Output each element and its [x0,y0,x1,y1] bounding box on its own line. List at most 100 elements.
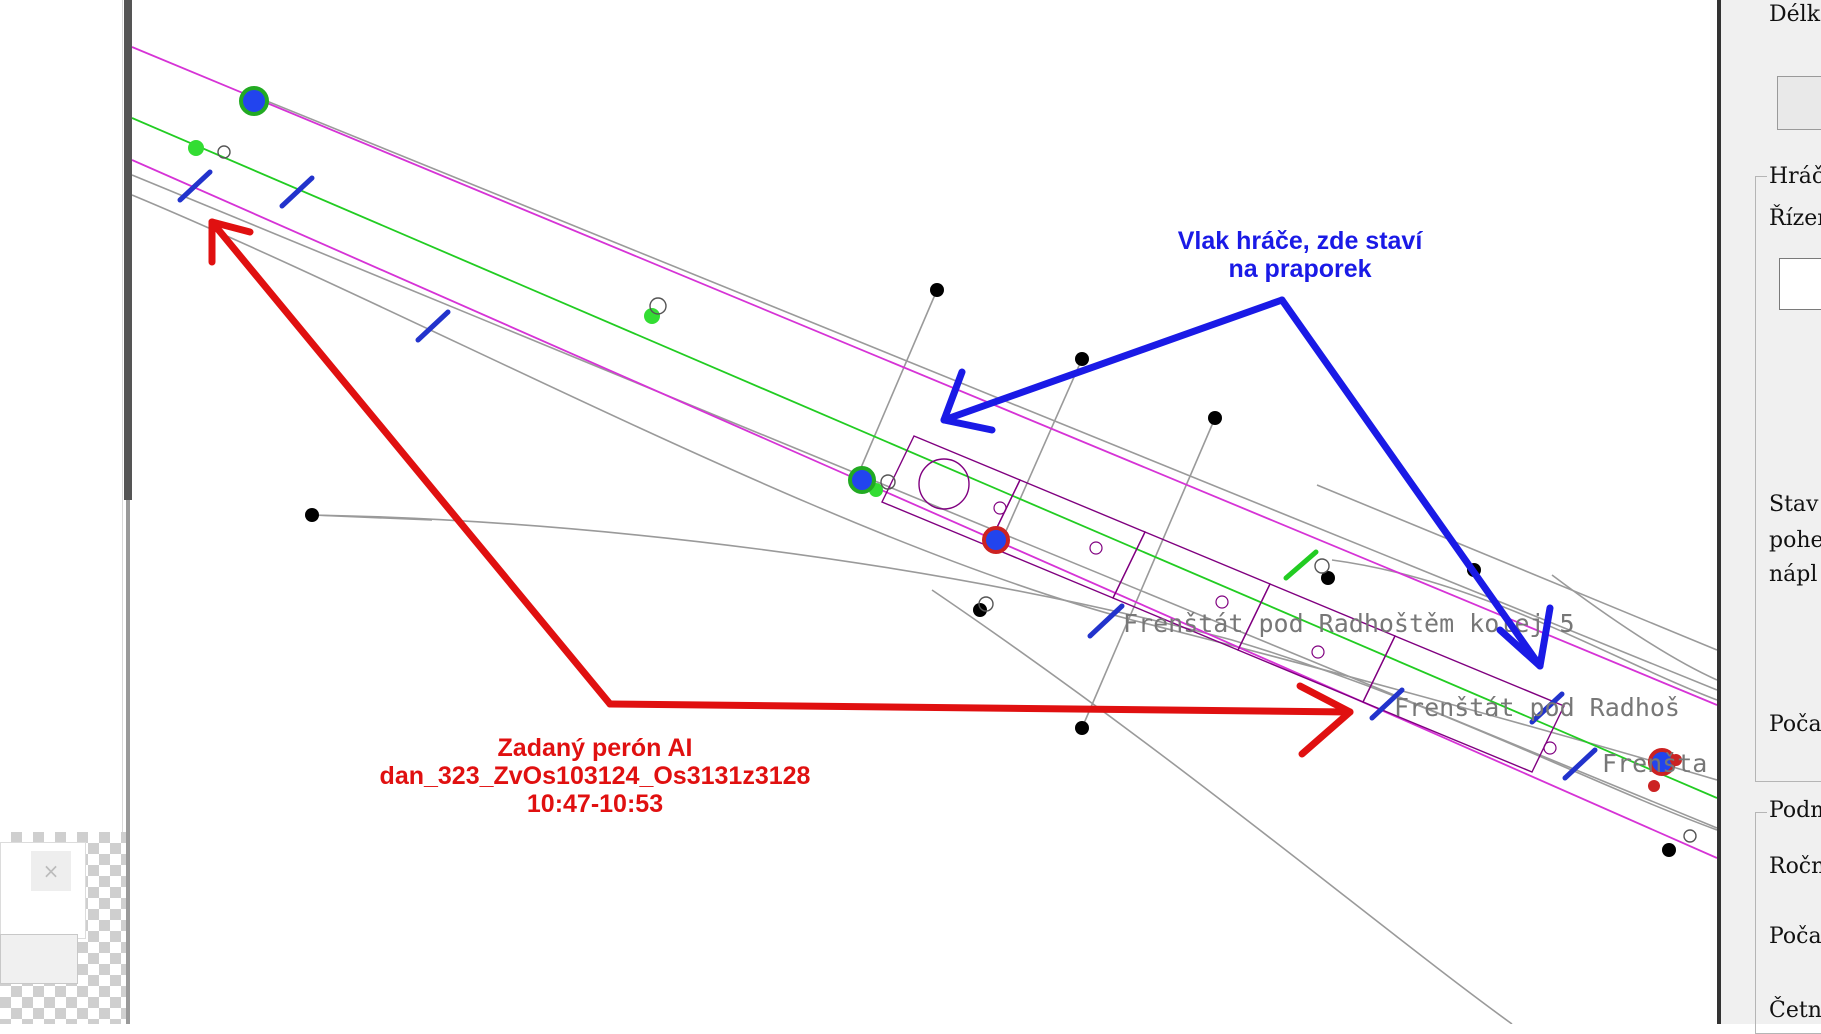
track-scene[interactable]: Frenštát pod Radhoštěm kolej 5 Frenštát … [132,0,1717,1024]
clock-marker [880,474,896,490]
signal-tick [1529,691,1565,725]
count-label-2: Poča [1769,924,1821,949]
track-line [132,194,1717,781]
coupler-marks [993,501,1557,755]
clock-marker [649,297,667,315]
player-stop-marker [848,466,876,494]
blue-green-markers [239,86,876,494]
green-dot [644,308,660,324]
guide-line [311,514,433,521]
signal-tick [1087,603,1125,639]
track-line [311,514,1717,831]
mini-input[interactable] [0,934,78,984]
track-line [1316,484,1717,651]
rail-line [132,159,1717,859]
track-line [931,589,1513,1024]
signal-tick [1369,687,1405,721]
length-label: Délk [1769,2,1821,27]
signal-tick [177,169,213,203]
node-dot [930,283,944,297]
player-group-title: Hráč [1767,164,1821,189]
ai-platform-note-line2: dan_323_ZvOs103124_Os3131z3128 [379,762,811,790]
ai-platform-note-line1: Zadaný perón AI [497,734,693,762]
guide-line [1081,417,1216,729]
magenta-rails [132,46,1717,859]
lower-group-title: Podm [1767,798,1821,823]
clock-markers [217,145,1697,843]
red-arrows [208,218,1354,758]
green-nodes [188,140,883,497]
rail-line [132,46,1717,706]
player-train-note-line2: na praporek [1228,255,1372,283]
panel-button[interactable] [1777,76,1821,130]
black-nodes [305,283,1676,857]
status-line-1: Stav [1769,492,1819,517]
train-marker-circle [918,458,970,510]
ai-platform-note: Zadaný perón AI dan_323_ZvOs103124_Os313… [330,734,860,818]
red-arrow-right [606,700,1354,716]
clock-marker [1314,558,1330,574]
red-arrow-up [208,218,614,708]
signal-tick [415,309,451,343]
year-label: Ročn [1769,854,1821,879]
red-dot [1648,780,1660,792]
count-label: Poča [1769,712,1821,737]
ai-marker [982,526,1010,554]
green-dot [188,140,204,156]
blue-arrow-right [1278,296,1544,670]
status-line-2: pohe [1769,528,1821,553]
clock-marker [1683,829,1697,843]
center-line [132,117,1717,799]
coupler [993,501,1007,515]
last-label: Četn [1769,998,1821,1023]
ai-platform-note-line3: 10:47-10:53 [526,790,664,818]
close-icon[interactable]: × [31,851,71,891]
player-train-note-line1: Vlak hráče, zde staví [1177,227,1423,255]
track-label-6: Frenštát pod Radhoš [1394,693,1680,722]
left-strip: × [0,0,128,1024]
track-line [1331,559,1717,701]
clock-marker [978,596,994,612]
red-arrowhead-up [208,218,254,266]
green-tick [1283,549,1319,581]
blue-arrow-left [940,296,1286,424]
properties-panel: Délk Hráč Řízen Stav pohe nápl Poča Podm… [1717,0,1821,1034]
node-dot [1208,411,1222,425]
splitter-bar[interactable] [124,0,132,500]
node-dot [1662,843,1676,857]
blue-red-markers [982,526,1682,792]
gray-tracks [132,94,1717,1024]
player-train-note: Vlak hráče, zde staví na praporek [1130,227,1470,283]
node-dot [1075,721,1089,735]
clock-marker [217,145,231,159]
node-dot [305,508,319,522]
guide-line [859,289,938,471]
mini-dialog: × [0,842,86,939]
node-dot [1075,352,1089,366]
control-label: Řízen [1769,206,1821,231]
left-panel [0,0,123,832]
node-dot [973,603,987,617]
player-start-marker [239,86,269,116]
signal-tick [279,175,315,209]
blue-arrowhead-left [940,368,996,434]
guide-line [1001,358,1083,541]
signal-ticks [177,169,1598,781]
coupler [1215,595,1229,609]
blue-arrowhead-right [1496,604,1554,670]
splitter-bar-lower[interactable] [126,500,130,1024]
coupler [1089,541,1103,555]
signal-tick [1562,747,1598,781]
red-arrowhead-right [1296,682,1354,758]
track-editor-canvas[interactable]: Frenštát pod Radhoštěm kolej 5 Frenštát … [132,0,1717,1024]
track-line [251,94,1717,691]
node-dot [1321,571,1335,585]
train-car [1362,635,1565,773]
coupler [1311,645,1325,659]
control-input[interactable] [1779,258,1821,310]
status-line-3: nápl [1769,562,1818,587]
blue-arrows [940,296,1554,670]
coupler [1543,741,1557,755]
red-dot [1670,754,1682,766]
track-label-7: Frenšta [1602,749,1707,778]
